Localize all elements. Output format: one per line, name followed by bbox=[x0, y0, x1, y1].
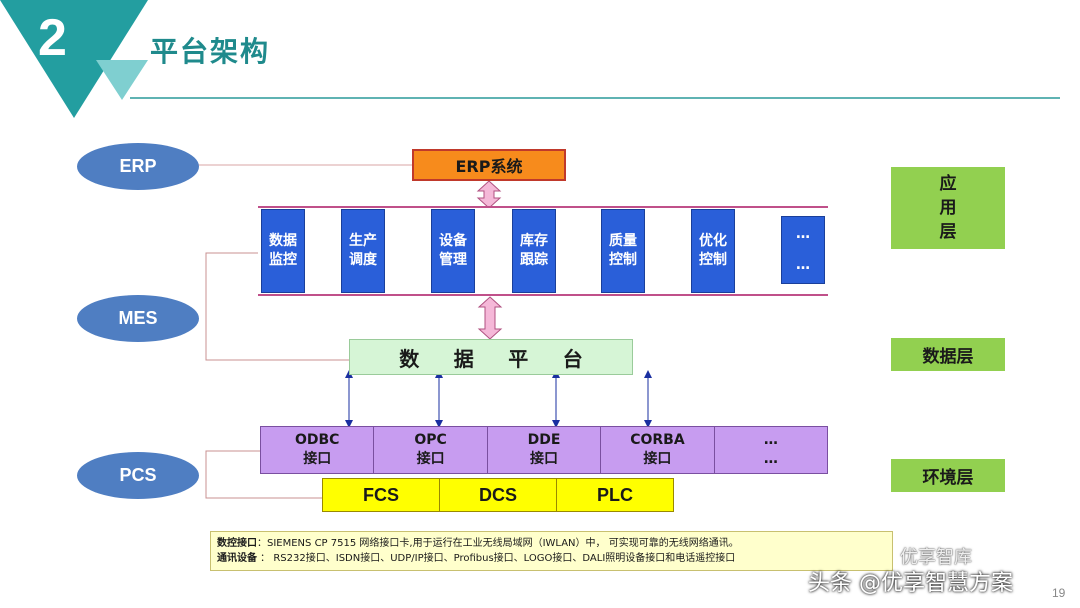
interface-suffix: 接口 bbox=[416, 451, 445, 467]
note-label: 通讯设备 bbox=[217, 553, 257, 564]
interface-opc: OPC 接口 bbox=[374, 427, 488, 473]
note-text: ：SIEMENS CP 7515 网络接口卡,用于运行在工业无线局域网（IWLA… bbox=[257, 538, 739, 549]
mes-module-equipment-management: 设备管理 bbox=[431, 209, 475, 293]
interface-odbc: ODBC 接口 bbox=[261, 427, 375, 473]
interface-name: CORBA bbox=[630, 432, 685, 448]
mes-module-data-monitoring: 数据监控 bbox=[261, 209, 305, 293]
field-system-dcs: DCS bbox=[440, 479, 557, 511]
interface-corba: CORBA 接口 bbox=[601, 427, 715, 473]
layer-char: 层 bbox=[939, 222, 957, 242]
page-number: 19 bbox=[1052, 586, 1066, 600]
mes-bracket-line bbox=[205, 252, 349, 361]
data-platform-box: 数 据 平 台 bbox=[349, 339, 633, 375]
platform-char: 平 bbox=[508, 346, 529, 371]
erp-mes-double-arrow bbox=[476, 180, 502, 209]
layer-char: 用 bbox=[939, 198, 957, 218]
section-number: 2 bbox=[38, 9, 67, 67]
platform-char: 台 bbox=[562, 346, 583, 371]
mes-platform-double-arrow bbox=[477, 296, 503, 340]
interface-note-box: 数控接口：SIEMENS CP 7515 网络接口卡,用于运行在工业无线局域网（… bbox=[210, 531, 893, 571]
mes-oval: MES bbox=[77, 295, 199, 342]
interface-suffix: … bbox=[763, 451, 778, 467]
platform-char: 数 bbox=[399, 346, 420, 371]
pcs-oval: PCS bbox=[77, 452, 199, 499]
page-title: 平台架构 bbox=[150, 35, 271, 68]
field-system-row: FCS DCS PLC bbox=[322, 478, 674, 512]
mes-module-optimization-control: 优化控制 bbox=[691, 209, 735, 293]
mes-module-more: … … bbox=[781, 216, 825, 284]
interface-suffix: 接口 bbox=[530, 451, 559, 467]
watermark-source: 头条 @优享智慧方案 bbox=[808, 571, 1013, 596]
header-decoration bbox=[0, 0, 148, 118]
interface-name: … bbox=[763, 432, 778, 448]
interface-name: ODBC bbox=[294, 432, 340, 448]
interface-row: ODBC 接口 OPC 接口 DDE 接口 CORBA 接口 … … bbox=[260, 426, 828, 474]
interface-suffix: 接口 bbox=[303, 451, 332, 467]
environment-layer-label: 环境层 bbox=[891, 459, 1005, 492]
erp-system-box: ERP系统 bbox=[412, 149, 566, 181]
watermark-brand: 优享智库 bbox=[900, 547, 972, 568]
interface-name: DDE bbox=[527, 432, 561, 448]
mes-more-bottom: … bbox=[796, 257, 810, 273]
platform-char: 据 bbox=[453, 346, 474, 371]
note-line-2: 通讯设备 ： RS232接口、ISDN接口、UDP/IP接口、Profibus接… bbox=[217, 551, 886, 566]
erp-oval: ERP bbox=[77, 143, 199, 190]
interface-name: OPC bbox=[414, 432, 447, 448]
header-triangle-small bbox=[96, 60, 148, 100]
interface-more: … … bbox=[714, 427, 828, 473]
header-triangle-large bbox=[0, 0, 148, 118]
pcs-bracket-line bbox=[205, 450, 322, 499]
layer-char: 应 bbox=[939, 174, 957, 194]
mes-module-quality-control: 质量控制 bbox=[601, 209, 645, 293]
interface-suffix: 接口 bbox=[643, 451, 672, 467]
mes-module-inventory-tracking: 库存跟踪 bbox=[512, 209, 556, 293]
field-system-plc: PLC bbox=[557, 479, 673, 511]
note-label: 数控接口 bbox=[217, 538, 257, 549]
interface-dde: DDE 接口 bbox=[487, 427, 602, 473]
data-layer-label: 数据层 bbox=[891, 338, 1005, 371]
mes-module-production-scheduling: 生产调度 bbox=[341, 209, 385, 293]
mes-more-top: … bbox=[796, 226, 810, 242]
application-layer-label: 应 用 层 bbox=[891, 167, 1005, 249]
field-system-fcs: FCS bbox=[323, 479, 440, 511]
note-line-1: 数控接口：SIEMENS CP 7515 网络接口卡,用于运行在工业无线局域网（… bbox=[217, 536, 886, 551]
header-divider bbox=[130, 97, 1060, 99]
note-text: ： RS232接口、ISDN接口、UDP/IP接口、Profibus接口、LOG… bbox=[257, 553, 736, 564]
